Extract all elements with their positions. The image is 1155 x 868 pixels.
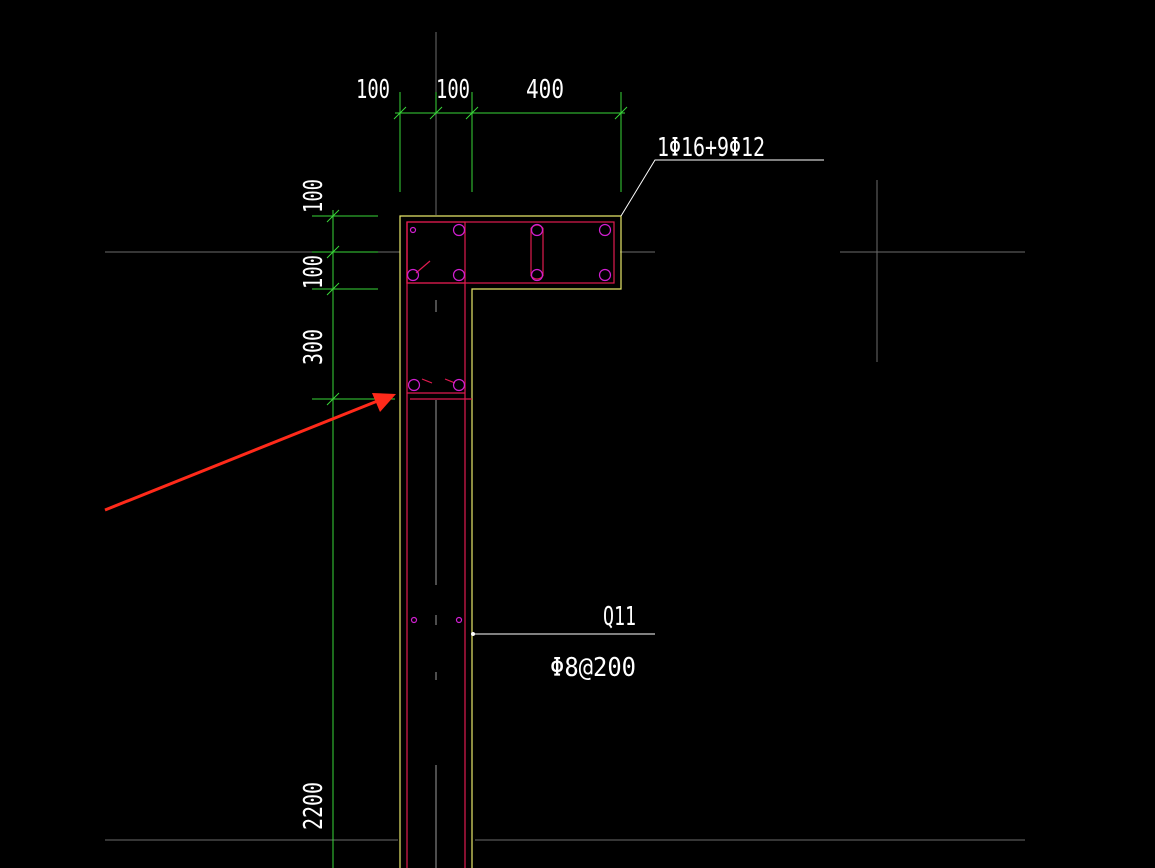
bar-circle — [452, 268, 466, 282]
section-outline — [399, 215, 622, 868]
bar-circle — [406, 268, 420, 282]
rebar-leader — [620, 159, 824, 217]
wall-stirrup-label: Φ8@200 — [550, 653, 636, 683]
bar-circle — [530, 268, 544, 282]
dim-left-2: 100 — [299, 255, 329, 289]
dim-left-3: 300 — [299, 329, 329, 365]
dim-top-3: 400 — [526, 75, 564, 105]
dim-left-4: 2200 — [299, 782, 329, 830]
grid-lines — [105, 32, 1025, 841]
dim-top-2: 100 — [436, 75, 470, 105]
wall-id-label: Q11 — [603, 602, 636, 632]
bar-circle — [409, 226, 417, 234]
rebar-bars — [406, 223, 612, 624]
bar-circle — [407, 378, 421, 392]
bar-circle — [410, 616, 418, 624]
bar-circle — [452, 378, 466, 392]
bar-circle — [598, 268, 612, 282]
bar-circle — [452, 223, 466, 237]
dimension-lines — [312, 92, 628, 868]
rebar-cages — [406, 221, 615, 868]
top-rebar-label: 1Φ16+9Φ12 — [657, 133, 765, 163]
bar-circle — [598, 223, 612, 237]
bar-circle — [455, 616, 463, 624]
wall-label-dot — [471, 632, 475, 636]
bar-circle — [530, 223, 544, 237]
dim-left-1: 100 — [299, 179, 329, 213]
dim-top-1: 100 — [356, 75, 390, 105]
red-arrow-icon — [104, 393, 396, 512]
